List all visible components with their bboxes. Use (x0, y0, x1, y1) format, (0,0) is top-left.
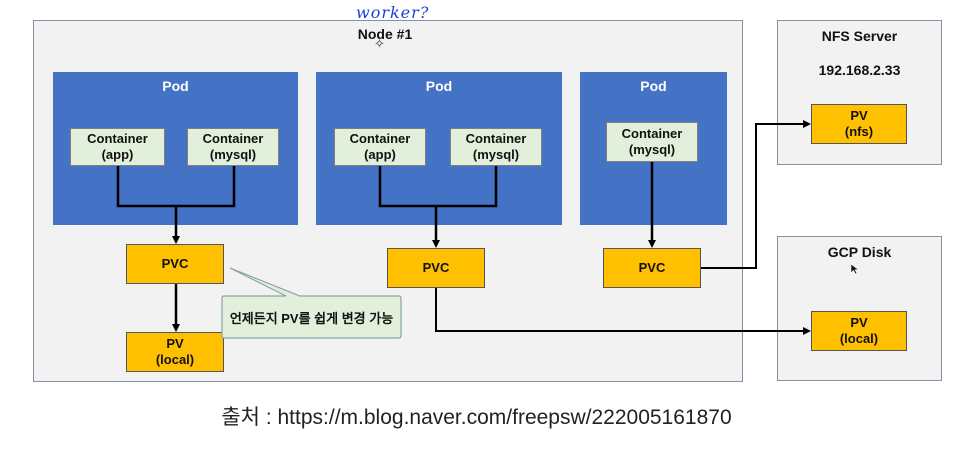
pvc-2: PVC (387, 248, 485, 288)
callout-text: 언제든지 PV를 쉽게 변경 가능 (229, 310, 394, 326)
nfs-server-ip: 192.168.2.33 (818, 62, 901, 78)
pod-2-label: Pod (425, 78, 453, 94)
pod-1-container-app: Container (app) (70, 128, 165, 166)
pod-3-label: Pod (640, 78, 667, 94)
pv-local: PV (local) (126, 332, 224, 372)
pv-nfs: PV (nfs) (811, 104, 907, 144)
pvc-3: PVC (603, 248, 701, 288)
pod-1-container-mysql: Container (mysql) (187, 128, 279, 166)
pvc-1: PVC (126, 244, 224, 284)
gcp-disk-title: GCP Disk (827, 244, 892, 260)
pv-gcp-local: PV (local) (811, 311, 907, 351)
handwritten-annotation: worker? (356, 3, 430, 22)
pod-3-container-mysql: Container (mysql) (606, 122, 698, 162)
pod-1-label: Pod (162, 78, 189, 94)
pod-2-container-app: Container (app) (334, 128, 426, 166)
cursor-icon (850, 262, 860, 275)
cursor-icon: ✧ (374, 36, 385, 51)
node-title: Node #1 (357, 26, 413, 42)
source-caption: 출처 : https://m.blog.naver.com/freepsw/22… (221, 406, 732, 429)
nfs-server-title: NFS Server (821, 28, 898, 44)
pod-2-container-mysql: Container (mysql) (450, 128, 542, 166)
